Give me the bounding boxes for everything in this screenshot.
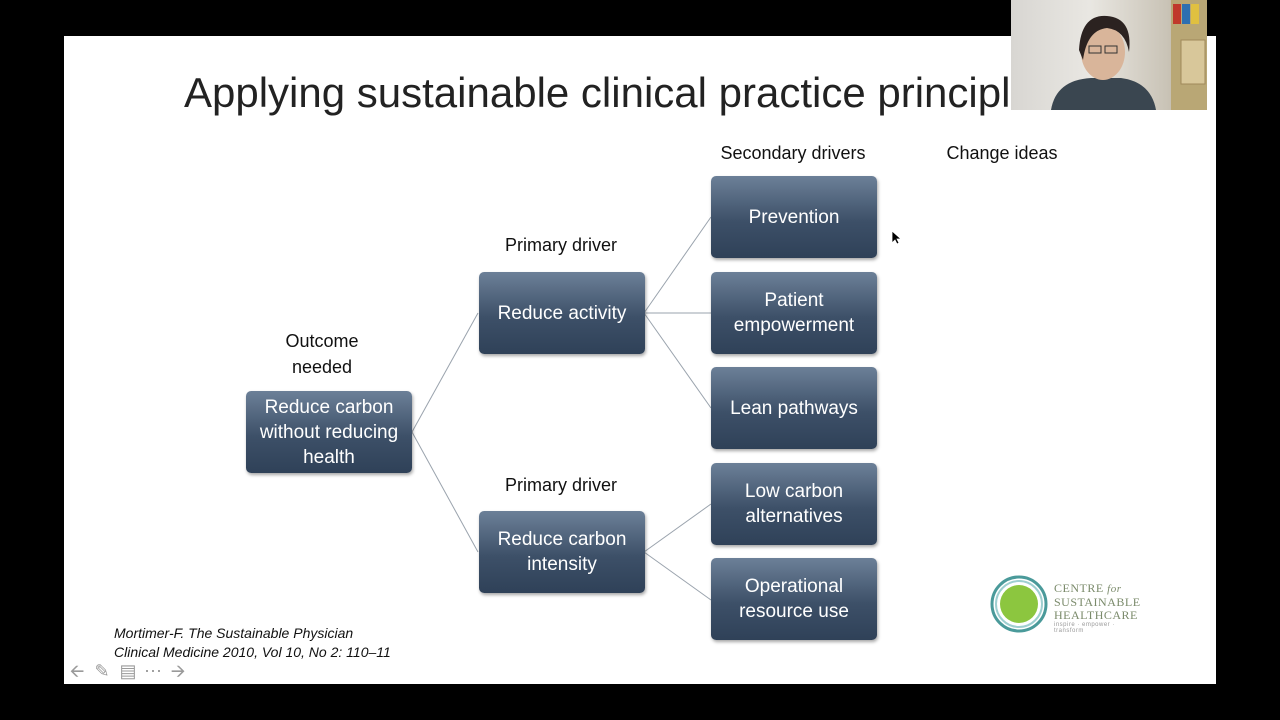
logo-text-sustainable: SUSTAINABLE (1054, 595, 1141, 609)
header-change-ideas: Change ideas (946, 143, 1058, 163)
presenter-webcam (1011, 0, 1207, 110)
secondary-box-patient-empowerment: Patient empowerment (711, 272, 877, 354)
prev-arrow-icon[interactable]: 🡨 (69, 661, 85, 681)
next-arrow-icon[interactable]: 🡪 (170, 661, 186, 681)
citation: Mortimer-F. The Sustainable Physician Cl… (114, 624, 391, 662)
connector-activity-prevention (643, 216, 712, 314)
connector-outcome-activity (411, 312, 479, 433)
header-outcome-needed: Outcome needed (285, 331, 359, 377)
logo-text-for: for (1107, 583, 1122, 595)
mouse-cursor-icon (892, 231, 902, 245)
connector-intensity-operational (643, 551, 712, 601)
connector-outcome-intensity (411, 431, 479, 553)
citation-line-2: Clinical Medicine 2010, Vol 10, No 2: 11… (114, 644, 391, 660)
logo-text-centre: CENTRE (1054, 581, 1104, 595)
more-icon[interactable]: ⋯ (144, 661, 162, 681)
header-primary-driver-2: Primary driver (504, 475, 617, 495)
pen-icon[interactable]: ✎ (94, 661, 110, 681)
logo-circle-icon (990, 575, 1048, 633)
slide-title: Applying sustainable clinical practice p… (184, 69, 1055, 116)
slide: Applying sustainable clinical practice p… (64, 36, 1216, 684)
primary-box-reduce-activity: Reduce activity (479, 272, 645, 354)
secondary-box-lean-pathways: Lean pathways (711, 367, 877, 449)
citation-line-1: Mortimer-F. The Sustainable Physician (114, 625, 354, 641)
logo-text-healthcare: HEALTHCARE (1054, 608, 1138, 622)
secondary-box-prevention: Prevention (711, 176, 877, 258)
centre-sustainable-healthcare-logo: CENTRE for SUSTAINABLE HEALTHCARE inspir… (990, 573, 1140, 637)
header-primary-driver-1: Primary driver (504, 235, 617, 255)
logo-tagline: inspire · empower · transform (1054, 622, 1115, 634)
secondary-box-low-carbon-alternatives: Low carbon alternatives (711, 463, 877, 545)
outcome-box: Reduce carbon without reducing health (246, 391, 412, 473)
slides-icon[interactable]: ▤ (119, 661, 137, 681)
primary-box-reduce-carbon-intensity: Reduce carbon intensity (479, 511, 645, 593)
connector-intensity-lowcarbon (643, 503, 712, 553)
connector-lines (411, 216, 712, 601)
header-secondary-drivers: Secondary drivers (720, 143, 866, 163)
connector-activity-lean (643, 312, 712, 409)
secondary-box-operational-resource-use: Operational resource use (711, 558, 877, 640)
presenter-video-frame (1051, 0, 1207, 110)
